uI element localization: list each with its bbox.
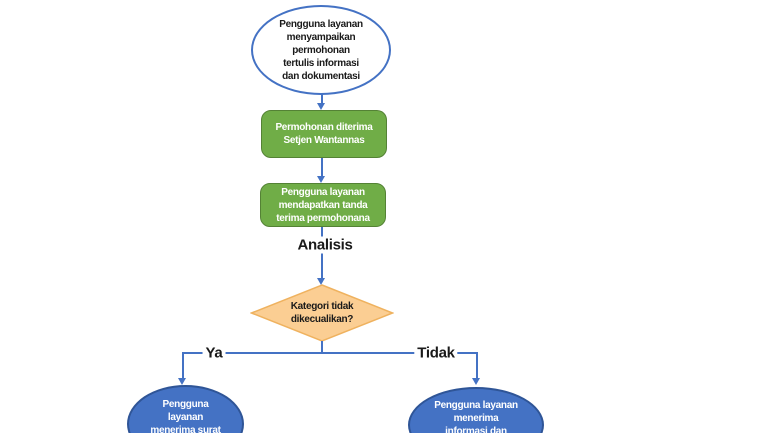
node-terminal-ya-label: Pengguna layanan menerima surat penolaka…	[150, 399, 221, 433]
edge-label-tidak: Tidak	[414, 344, 458, 362]
arrowhead-down-icon	[317, 103, 325, 110]
edge-label-analisis: Analisis	[294, 236, 356, 254]
arrowhead-down-icon	[472, 378, 480, 385]
edge-label-ya: Ya	[202, 344, 226, 362]
arrowhead-down-icon	[317, 176, 325, 183]
node-process2-label: Pengguna layanan mendapatkan tanda terim…	[276, 186, 370, 224]
arrowhead-down-icon	[178, 378, 186, 385]
node-process1-label: Permohonan diterima Setjen Wantannas	[275, 122, 373, 146]
arrowhead-down-icon	[317, 278, 325, 285]
connector-decision-stub	[321, 341, 323, 353]
connector-branch-tidak	[476, 352, 478, 379]
node-decision: Kategori tidak dikecualikan?	[250, 284, 394, 342]
connector-start-to-process1	[321, 94, 323, 104]
node-start-label: Pengguna layanan menyampaikan permohonan…	[279, 18, 363, 82]
node-start: Pengguna layanan menyampaikan permohonan…	[251, 5, 391, 95]
node-terminal-ya: Pengguna layanan menerima surat penolaka…	[127, 385, 244, 433]
node-process2: Pengguna layanan mendapatkan tanda terim…	[260, 183, 386, 227]
connector-process1-to-process2	[321, 158, 323, 177]
connector-branch-ya	[182, 352, 184, 379]
node-terminal-tidak-label: Pengguna layanan menerima informasi dan …	[434, 400, 518, 433]
node-terminal-tidak: Pengguna layanan menerima informasi dan …	[408, 387, 544, 433]
connector-branch-line	[183, 352, 478, 354]
node-process1: Permohonan diterima Setjen Wantannas	[261, 110, 387, 158]
node-decision-label: Kategori tidak dikecualikan?	[290, 301, 354, 325]
